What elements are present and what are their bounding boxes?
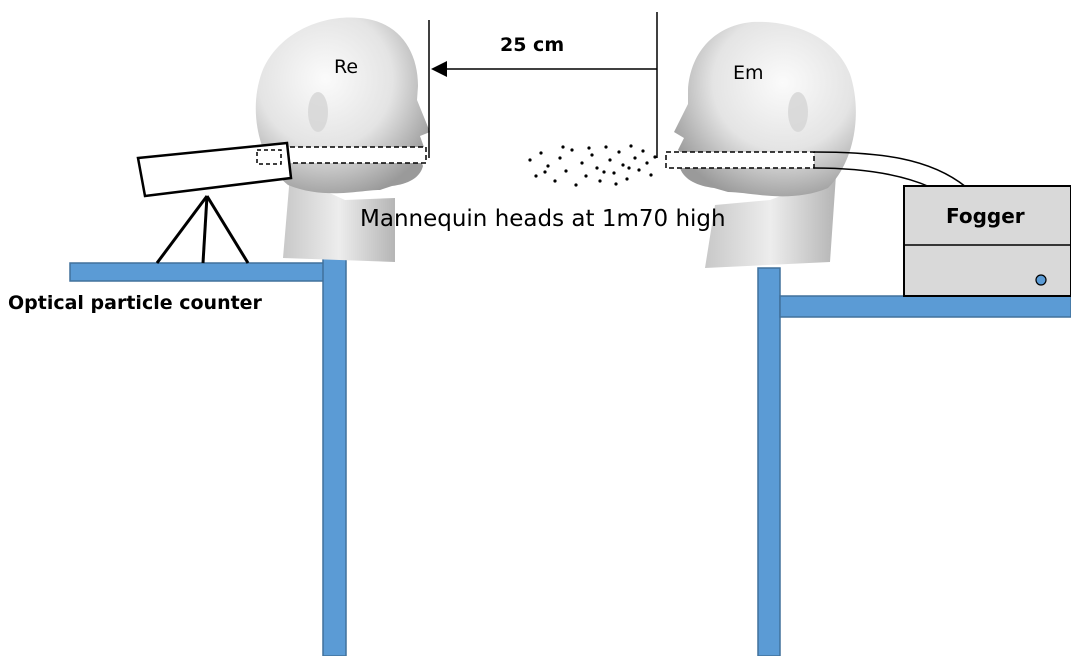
emitter-label: Em xyxy=(733,62,764,84)
receiver-neck xyxy=(283,175,395,262)
emitter-ear xyxy=(788,92,808,132)
counter-body xyxy=(136,141,293,198)
emitter-neck xyxy=(705,175,836,268)
fogger-indicator-light xyxy=(1035,274,1047,286)
tripod-leg-center xyxy=(201,195,209,264)
tripod-leg-right xyxy=(205,195,250,264)
receiver-ear xyxy=(308,92,328,132)
fogger-device: Fogger xyxy=(903,185,1071,297)
heads-height-note: Mannequin heads at 1m70 high xyxy=(360,206,726,232)
receiver-label: Re xyxy=(334,56,358,78)
right-table xyxy=(757,267,1071,656)
counter-inlet xyxy=(256,149,282,165)
left-table-top xyxy=(69,262,333,282)
fogger-label: Fogger xyxy=(946,204,1025,228)
tripod-leg-left xyxy=(155,195,209,264)
left-table-leg xyxy=(322,237,347,656)
right-table-leg xyxy=(757,267,781,656)
fogger-hose xyxy=(813,151,967,188)
right-table-top xyxy=(779,295,1071,318)
counter-label: Optical particle counter xyxy=(8,292,263,314)
emitter-nozzle-tube xyxy=(665,151,815,169)
aerosol-particles xyxy=(528,144,657,187)
emitter-head xyxy=(674,21,856,197)
distance-marker: 25 cm xyxy=(428,12,658,158)
distance-arrow-head xyxy=(431,61,447,77)
distance-label: 25 cm xyxy=(500,34,564,56)
optical-particle-counter xyxy=(136,141,293,264)
